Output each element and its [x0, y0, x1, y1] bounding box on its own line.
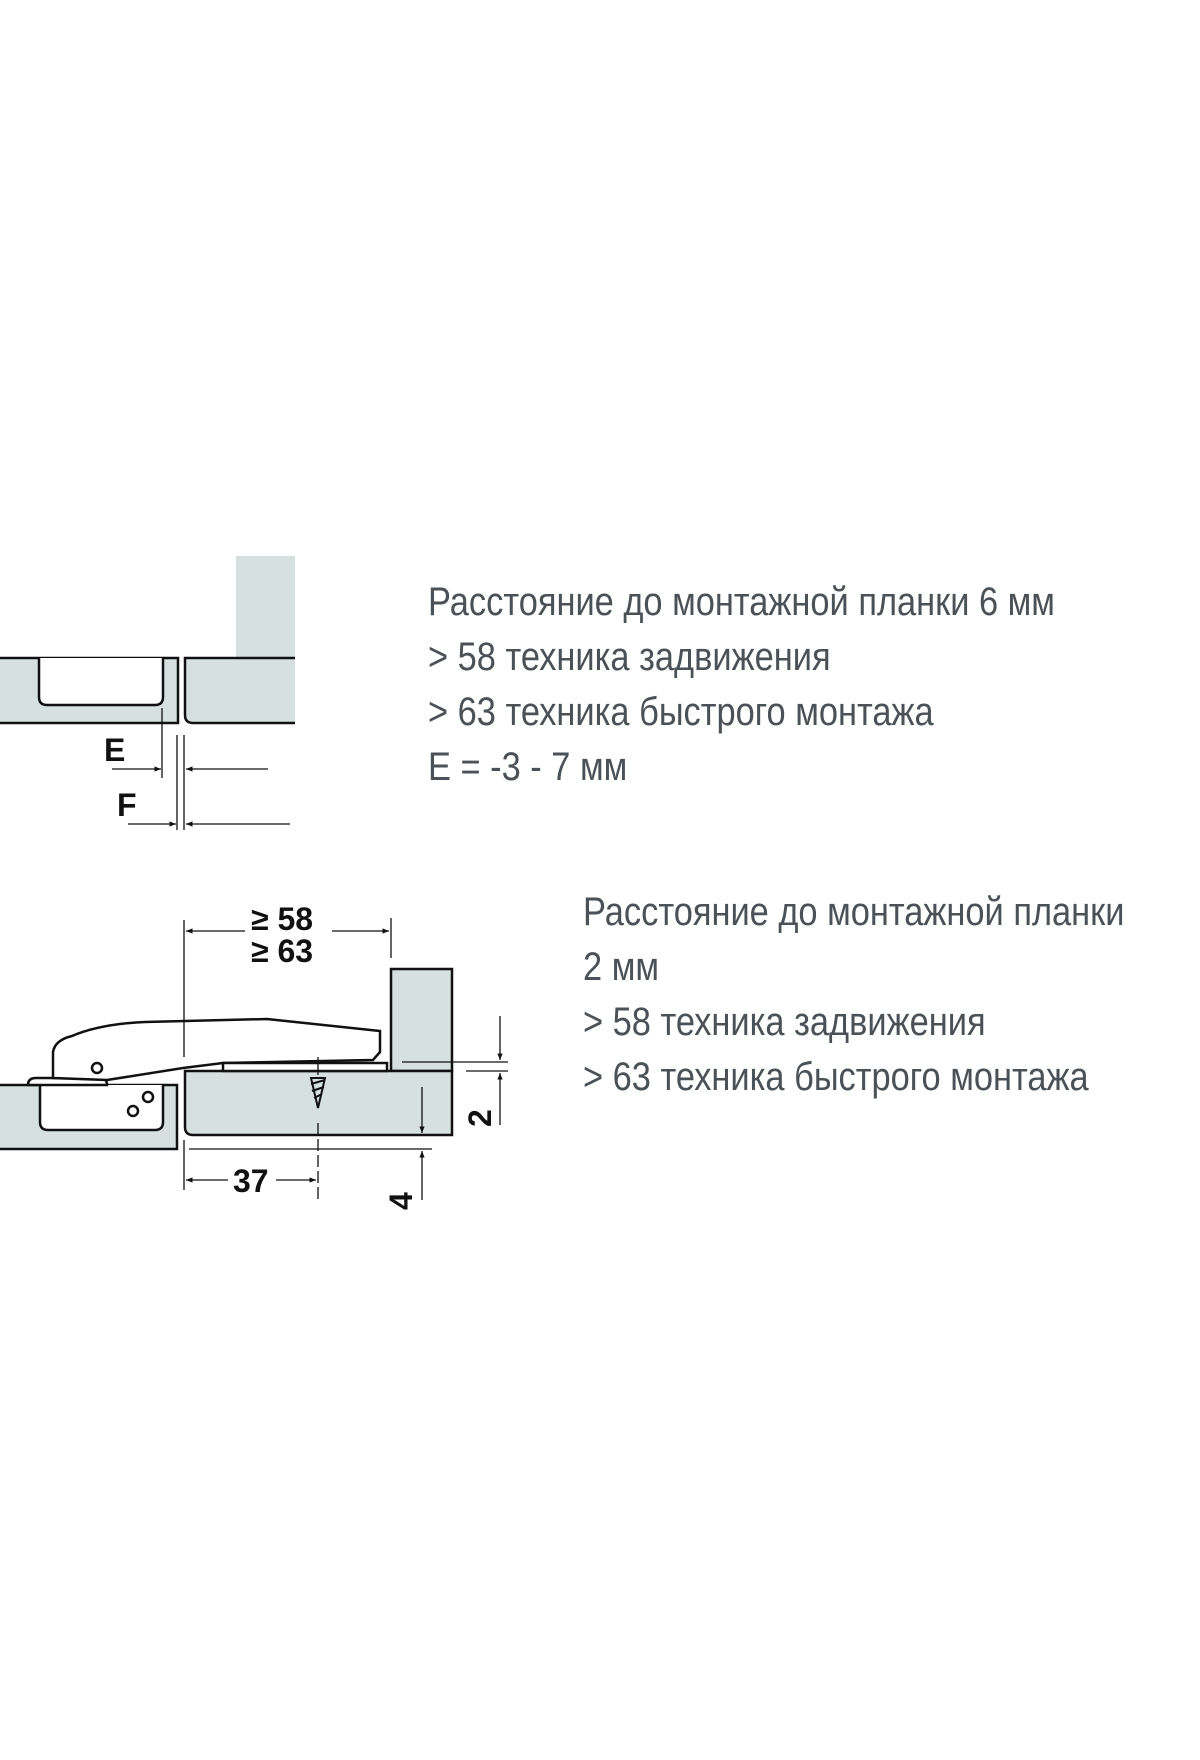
label-e: E: [104, 732, 125, 768]
side-panel: [389, 967, 454, 1073]
hinge-arm: [51, 1017, 382, 1082]
diagram-1-gap: [0, 556, 295, 725]
desc-line: > 63 техника быстрого монтажа: [583, 1055, 1089, 1099]
dim-37: 37: [233, 1163, 269, 1199]
right-panel: [183, 656, 295, 725]
dim-min-63: ≥ 63: [251, 933, 313, 969]
dim-min-58: ≥ 58: [251, 901, 313, 937]
desc-line: E = -3 - 7 мм: [428, 745, 628, 789]
diagram-2-hinge: [0, 967, 454, 1151]
desc-line: > 58 техника задвижения: [583, 1000, 986, 1044]
desc-line: > 63 техника быстрого монтажа: [428, 690, 934, 734]
side-panel: [236, 556, 295, 658]
cup-pocket: [37, 658, 165, 707]
diagram-1-description: Расстояние до монтажной планки 6 мм > 58…: [428, 575, 1055, 795]
hinge-cup: [38, 1085, 165, 1132]
screw-icon: [309, 1077, 327, 1109]
desc-line: Расстояние до монтажной планки: [583, 890, 1125, 934]
diagram-2-description: Расстояние до монтажной планки 2 мм > 58…: [583, 885, 1124, 1105]
base-plate: [221, 1061, 389, 1073]
desc-line: 2 мм: [583, 945, 659, 989]
dim-4: 4: [383, 1192, 419, 1210]
pivot: [90, 1061, 104, 1075]
desc-line: Расстояние до монтажной планки 6 мм: [428, 580, 1055, 624]
label-f: F: [117, 787, 137, 823]
dim-2: 2: [462, 1109, 498, 1127]
desc-line: > 58 техника задвижения: [428, 635, 831, 679]
